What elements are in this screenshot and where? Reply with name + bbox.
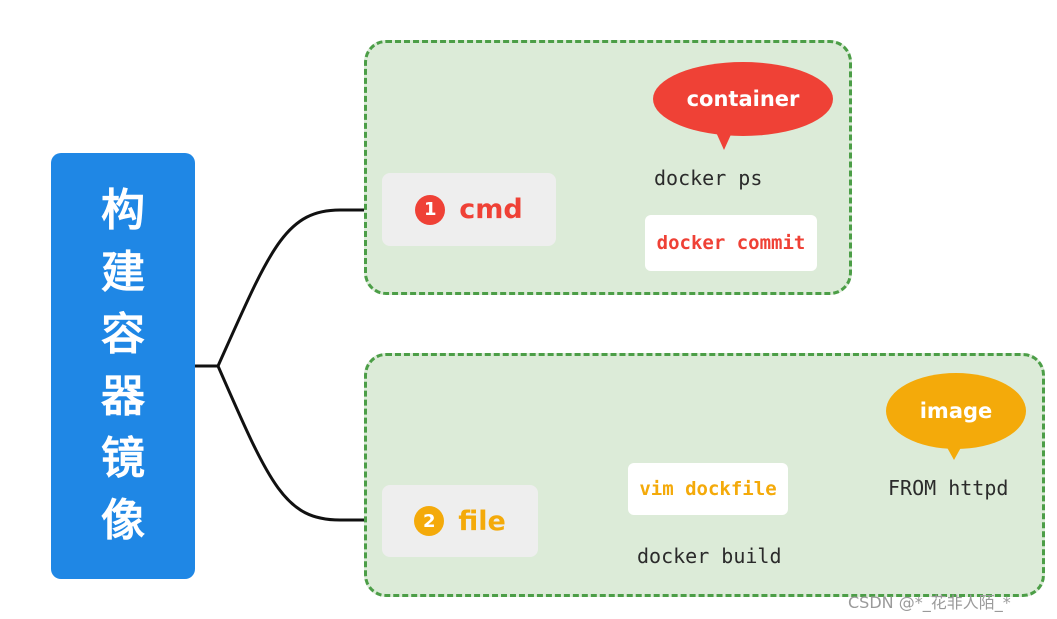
branch-label: cmd	[459, 194, 523, 225]
root-node: 构 建 容 器 镜 像	[51, 153, 195, 579]
leaf-vim-dockfile: vim dockfile	[628, 463, 788, 515]
branch-label: file	[458, 505, 506, 537]
root-char: 构	[101, 185, 145, 236]
leaf-docker-build: docker build	[637, 544, 782, 568]
watermark: CSDN @*_花非人陌_*	[848, 593, 1011, 612]
leaf-docker-commit: docker commit	[645, 215, 817, 271]
root-char: 容	[101, 309, 145, 360]
connector-root-to-cmd	[216, 208, 384, 368]
branch-node-cmd: 1 cmd	[382, 173, 556, 246]
root-char: 器	[101, 371, 145, 422]
leaf-docker-ps: docker ps	[654, 166, 763, 190]
root-char: 像	[101, 495, 145, 546]
callout-tail	[944, 442, 964, 460]
callout-tail	[715, 130, 733, 150]
leaf-from-httpd: FROM httpd	[888, 476, 1009, 500]
connector-root-to-file	[216, 364, 384, 522]
root-char: 建	[101, 247, 145, 298]
root-char: 镜	[101, 433, 145, 484]
number-badge: 2	[414, 506, 445, 536]
callout-image: image	[886, 373, 1026, 449]
number-badge: 1	[415, 194, 446, 225]
branch-node-file: 2 file	[382, 485, 538, 557]
callout-container: container	[653, 62, 833, 136]
